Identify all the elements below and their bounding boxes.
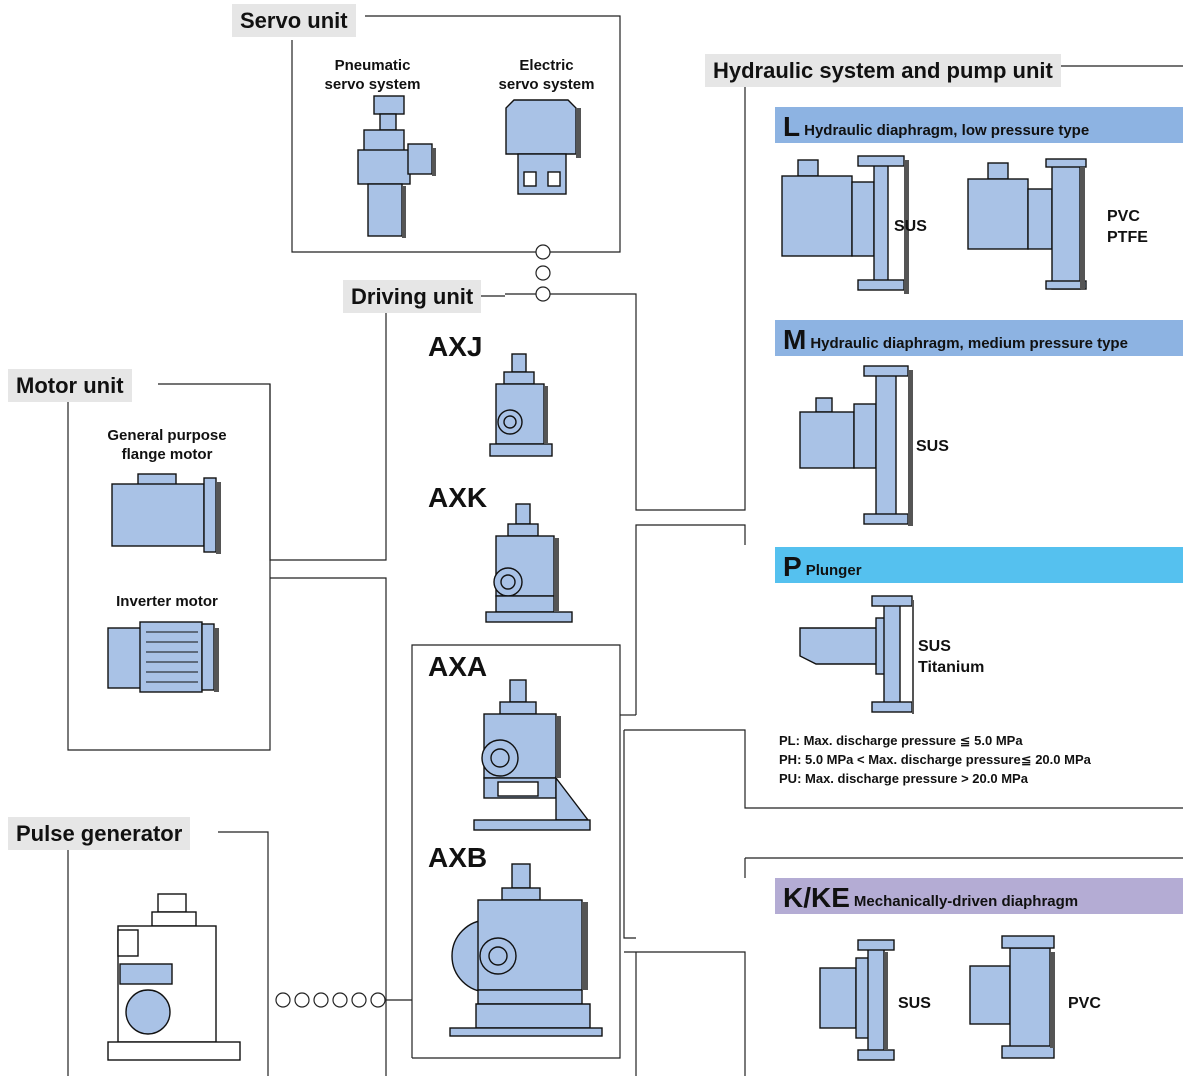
type-l-desc: Hydraulic diaphragm, low pressure type: [804, 122, 1090, 139]
axj-drive-image: [489, 353, 553, 457]
type-kke-band: K/KE Mechanically-driven diaphragm: [775, 878, 1183, 914]
pulse-generator-image: [107, 893, 241, 1061]
inverter-motor-image: [107, 621, 219, 693]
plunger-note-pl-text: : Max. discharge pressure ≦ 5.0 MPa: [795, 733, 1023, 748]
electric-servo-image: [505, 99, 581, 195]
model-axb: AXB: [428, 842, 488, 873]
type-m-band: M Hydraulic diaphragm, medium pressure t…: [775, 320, 1183, 356]
servo-unit-title: Servo unit: [232, 4, 356, 37]
type-l-code: L: [783, 111, 801, 142]
type-kke-material-1: SUS: [898, 995, 931, 1012]
plunger-note-pu-key: PU: [779, 771, 798, 786]
plunger-note-pu-text: : Max. discharge pressure > 20.0 MPa: [797, 771, 1028, 786]
plunger-note-ph-key: PH: [779, 752, 798, 767]
type-l-band: L Hydraulic diaphragm, low pressure type: [775, 107, 1183, 143]
type-p-band: P Plunger: [775, 547, 1183, 583]
type-m-desc: Hydraulic diaphragm, medium pressure typ…: [810, 335, 1128, 352]
driving-unit-title: Driving unit: [343, 280, 482, 313]
type-kke-code: K/KE: [783, 882, 850, 913]
general-motor-caption: General purpose flange motor: [107, 427, 227, 463]
plunger-note-pu: PU: Max. discharge pressure > 20.0 MPa: [779, 769, 1028, 788]
type-kke-material-2: PVC: [1068, 995, 1101, 1012]
type-p-desc: Plunger: [805, 562, 862, 579]
inverter-motor-caption: Inverter motor: [116, 593, 218, 610]
type-m-material-1: SUS: [916, 438, 949, 455]
type-kke-desc: Mechanically-driven diaphragm: [853, 893, 1079, 910]
plunger-note-pl-key: PL: [779, 733, 796, 748]
type-kke-sus-image: [819, 939, 895, 1061]
type-p-material-1: SUS Titanium: [918, 638, 985, 676]
type-p-sus-image: [799, 595, 914, 714]
type-kke-pvc-image: [969, 935, 1055, 1059]
hydraulic-unit-title: Hydraulic system and pump unit: [705, 54, 1061, 87]
electric-servo-caption: Electric servo system: [498, 57, 595, 93]
type-m-code: M: [783, 324, 807, 355]
model-axa: AXA: [428, 651, 488, 682]
pneumatic-servo-image: [357, 95, 436, 238]
axb-drive-image: [449, 863, 603, 1037]
type-l-material-1: SUS: [894, 218, 927, 235]
motor-unit-title: Motor unit: [8, 369, 132, 402]
type-p-code: P: [783, 551, 802, 582]
plunger-note-ph-text: : 5.0 MPa < Max. discharge pressure≦ 20.…: [797, 752, 1091, 767]
plunger-note-ph: PH: 5.0 MPa < Max. discharge pressure≦ 2…: [779, 750, 1091, 769]
pneumatic-servo-caption: Pneumatic servo system: [324, 57, 421, 93]
axa-drive-image: [473, 679, 591, 831]
pulse-generator-title: Pulse generator: [8, 817, 191, 850]
model-axj: AXJ: [428, 331, 483, 362]
type-l-sus-image: [781, 155, 909, 294]
plunger-note-pl: PL: Max. discharge pressure ≦ 5.0 MPa: [779, 731, 1023, 750]
type-l-material-2: PVC PTFE: [1107, 208, 1148, 246]
general-motor-image: [111, 473, 221, 554]
model-axk: AXK: [428, 482, 488, 513]
axk-drive-image: [485, 503, 573, 623]
type-l-pvc-image: [967, 158, 1087, 290]
type-m-sus-image: [799, 365, 913, 526]
